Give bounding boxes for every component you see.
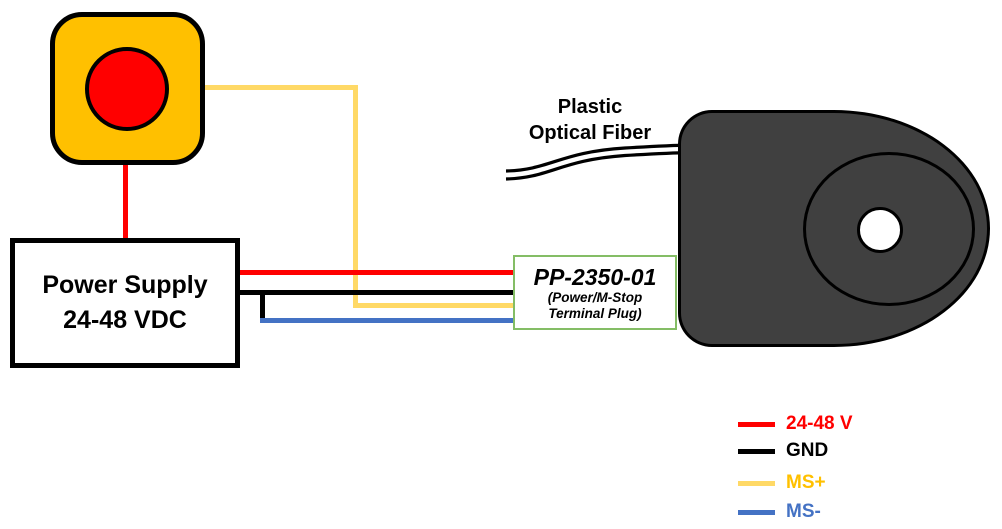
wire-ms-plus-vertical (353, 85, 358, 308)
power-supply-label-line2: 24-48 VDC (63, 306, 187, 334)
legend-label-ms-plus: MS+ (786, 472, 826, 493)
terminal-plug-subtitle-line2: Terminal Plug) (548, 305, 642, 321)
optical-fiber-label-line1: Plastic (557, 96, 623, 118)
wire-gnd (238, 290, 513, 295)
wire-24-48v (238, 270, 513, 275)
wire-ms-plus-horizontal-bottom (353, 303, 513, 308)
optical-fiber-label-line2: Optical Fiber (528, 122, 652, 144)
legend-label-gnd: GND (786, 440, 829, 461)
legend-item-24-48v: 24-48 V (738, 414, 853, 434)
emergency-stop-red-pushbutton (85, 47, 169, 131)
motor-shaft-hole (857, 207, 903, 253)
terminal-plug-subtitle-line1: (Power/M-Stop (547, 289, 643, 305)
optical-fiber-cable (505, 143, 692, 181)
optical-fiber-label: Plastic Optical Fiber (490, 94, 690, 146)
terminal-plug-label-box: PP-2350-01 (Power/M-Stop Terminal Plug) (513, 255, 677, 330)
legend-swatch-black (738, 448, 775, 454)
power-supply-label-line1: Power Supply (42, 271, 208, 299)
legend-swatch-red (738, 421, 775, 427)
wire-estop-to-psu (123, 163, 128, 240)
power-supply-box: Power Supply 24-48 VDC (10, 238, 240, 368)
legend-label-24-48v: 24-48 V (786, 413, 853, 434)
legend-item-ms-plus: MS+ (738, 473, 826, 493)
terminal-plug-part-number: PP-2350-01 (533, 263, 657, 290)
legend-label-ms-minus: MS- (786, 501, 821, 522)
wire-gnd-branch-vertical (260, 290, 265, 322)
legend-item-gnd: GND (738, 441, 828, 461)
legend-swatch-blue (738, 509, 775, 515)
wire-ms-plus-horizontal-top (205, 85, 356, 90)
legend-swatch-yellow (738, 480, 775, 486)
legend-item-ms-minus: MS- (738, 502, 821, 522)
motor-face-ring (803, 152, 975, 306)
wire-ms-minus (260, 318, 513, 323)
